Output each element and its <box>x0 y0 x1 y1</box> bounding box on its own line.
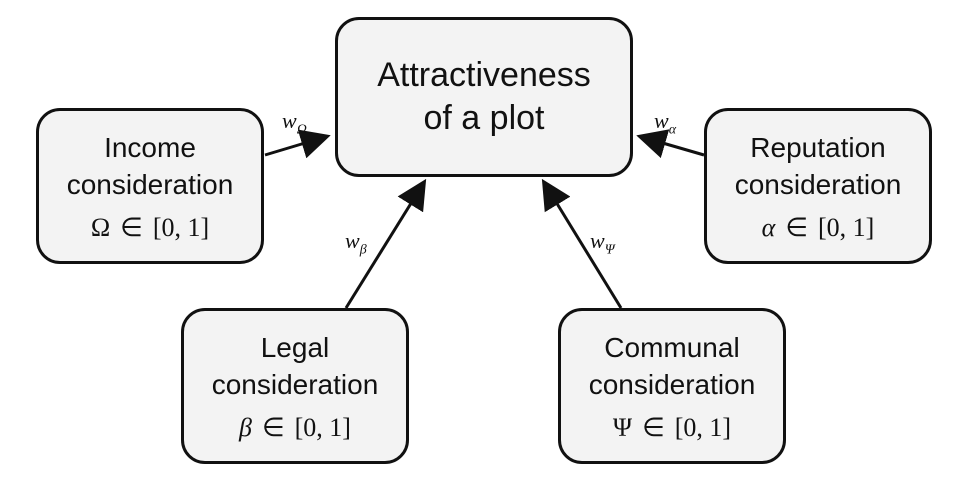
weight-reputation-base: w <box>654 108 669 133</box>
reputation-range: α ∈ [0, 1] <box>762 213 875 243</box>
weight-communal-sub: Ψ <box>604 242 615 258</box>
reputation-in: ∈ <box>785 213 808 242</box>
communal-symbol: Ψ <box>612 413 633 442</box>
main-node-line1: Attractiveness <box>377 56 591 94</box>
income-in: ∈ <box>120 213 143 242</box>
edge-income-to-main <box>264 129 331 159</box>
legal-node-line1: Legal <box>260 332 330 363</box>
communal-range: Ψ ∈ [0, 1] <box>613 413 731 443</box>
legal-symbol: β <box>239 413 252 442</box>
edge-legal-to-main <box>344 178 427 309</box>
reputation-interval: [0, 1] <box>817 213 875 242</box>
income-node-line1: Income <box>104 132 196 163</box>
legal-consideration-node: Legal consideration β ∈ [0, 1] <box>181 308 409 464</box>
communal-in: ∈ <box>642 413 665 442</box>
main-node-attractiveness: Attractiveness of a plot <box>335 17 633 177</box>
income-interval: [0, 1] <box>152 213 210 242</box>
main-node-line2: of a plot <box>423 99 545 137</box>
reputation-symbol: α <box>761 213 776 242</box>
income-symbol: Ω <box>90 213 111 242</box>
income-consideration-node: Income consideration Ω ∈ [0, 1] <box>36 108 264 264</box>
legal-in: ∈ <box>261 413 285 442</box>
weight-income-sub: Ω <box>296 122 307 138</box>
weight-reputation-sub: α <box>668 122 677 138</box>
legal-node-line2: consideration <box>211 369 379 400</box>
weight-label-communal: wΨ <box>590 228 615 258</box>
reputation-consideration-node: Reputation consideration α ∈ [0, 1] <box>704 108 932 264</box>
communal-interval: [0, 1] <box>674 413 732 442</box>
reputation-node-line2: consideration <box>734 169 902 200</box>
weight-income-base: w <box>282 108 297 133</box>
weight-legal-base: w <box>345 228 360 253</box>
communal-node-line2: consideration <box>588 369 756 400</box>
legal-range: β ∈ [0, 1] <box>239 413 351 443</box>
income-node-line2: consideration <box>66 169 234 200</box>
communal-node-line1: Communal <box>604 332 740 363</box>
weight-label-income: wΩ <box>282 108 307 138</box>
edge-communal-to-main <box>541 178 623 309</box>
weight-label-legal: wβ <box>345 228 367 258</box>
weight-label-reputation: wα <box>654 108 676 138</box>
weight-communal-base: w <box>590 228 605 253</box>
income-range: Ω ∈ [0, 1] <box>91 213 209 243</box>
weight-legal-sub: β <box>359 242 367 258</box>
reputation-node-line1: Reputation <box>750 132 886 163</box>
communal-consideration-node: Communal consideration Ψ ∈ [0, 1] <box>558 308 786 464</box>
legal-interval: [0, 1] <box>294 413 351 442</box>
edge-reputation-to-main <box>636 129 705 159</box>
